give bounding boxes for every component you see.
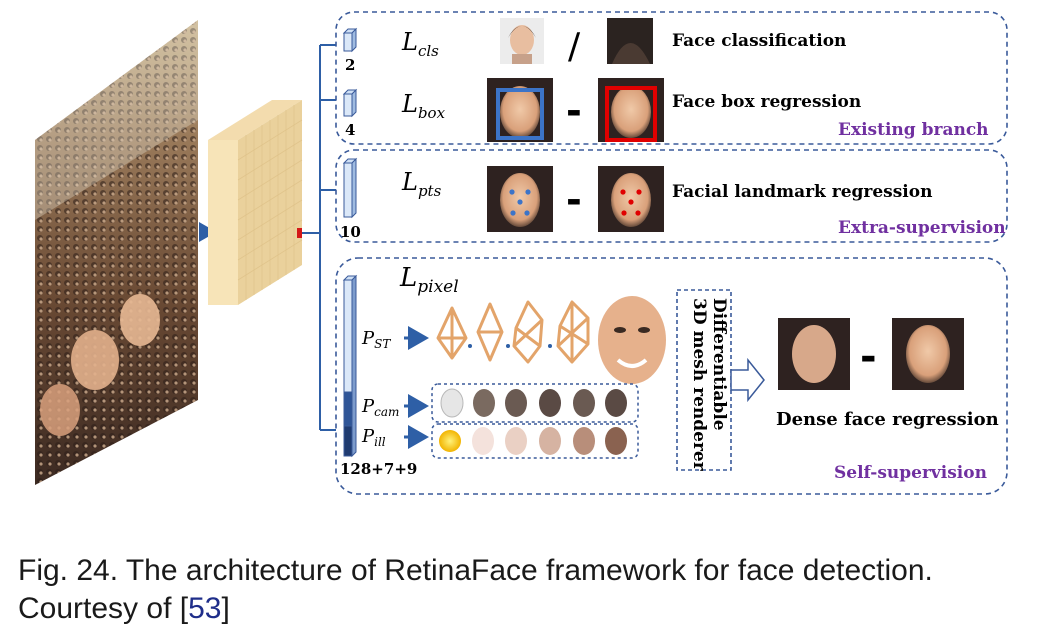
anchor-marker (297, 228, 302, 238)
figure-caption: Fig. 24. The architecture of RetinaFace … (18, 552, 1048, 628)
mesh-progression (436, 300, 590, 364)
caption-citation-link[interactable]: 53 (188, 592, 222, 625)
face-thumbnail-gt-box (598, 78, 664, 142)
retinaface-architecture-diagram: 2 4 10 128+7+9 Lcls Lbox Lpts Lpixel / F… (35, 11, 1008, 495)
loss-box: Lbox (401, 90, 446, 122)
channels-pts: 10 (340, 223, 361, 241)
illumination-faces (439, 427, 627, 455)
rendered-face-mesh (598, 296, 666, 384)
face-thumbnail-pred-landmarks (487, 166, 553, 232)
face-original-input (892, 318, 964, 390)
group-label-self: Self-supervision (834, 463, 987, 483)
task-pixel: Dense face regression (776, 409, 999, 430)
task-box: Face box regression (672, 92, 861, 112)
caption-text: Fig. 24. The architecture of RetinaFace … (18, 554, 933, 625)
renderer-box (676, 289, 732, 471)
face-thumbnail-gt-landmarks (598, 166, 664, 232)
separator-pixel: - (860, 334, 877, 380)
loss-cls: Lcls (401, 28, 439, 60)
channel-bar-pixel (342, 274, 358, 458)
existing-branch-box (335, 11, 1008, 145)
separator-cls: / (568, 26, 581, 67)
channels-pixel: 128+7+9 (340, 460, 417, 478)
input-crowd-image (35, 20, 198, 485)
caption-close: ] (221, 592, 230, 625)
renderer-line2: 3D mesh renderer (689, 298, 709, 472)
loss-pts: Lpts (401, 168, 442, 200)
channel-bar-cls (342, 27, 358, 53)
face-thumbnail-negative (607, 18, 653, 64)
channels-box: 4 (345, 121, 355, 139)
renderer-output-arrow (730, 357, 765, 403)
param-cam: Pcam (361, 396, 399, 419)
face-thumbnail-pred-box (487, 78, 553, 142)
channel-bar-box (342, 88, 358, 118)
illumination-strip (431, 423, 639, 459)
face-rendered-output (778, 318, 850, 390)
feature-map-cube (208, 100, 303, 305)
loss-pixel: Lpixel (399, 263, 459, 297)
param-ill: Pill (361, 426, 386, 449)
sun-icon (439, 430, 461, 452)
channels-cls: 2 (345, 56, 355, 74)
renderer-line1: Differentiable (709, 298, 729, 431)
group-label-extra: Extra-supervision (838, 218, 1006, 238)
separator-pts: - (566, 178, 582, 222)
face-thumbnail-positive (500, 18, 544, 64)
group-label-existing: Existing branch (838, 120, 989, 140)
channel-bar-pts (342, 157, 358, 219)
task-cls: Face classification (672, 31, 846, 51)
self-supervision-box (335, 257, 1008, 495)
separator-box: - (566, 89, 582, 133)
task-pts: Facial landmark regression (672, 182, 932, 202)
param-st: PST (361, 328, 391, 351)
camera-pose-strip (431, 383, 639, 423)
branch-connector (302, 44, 336, 431)
camera-pose-heads (440, 388, 627, 418)
extra-supervision-box (335, 149, 1008, 243)
